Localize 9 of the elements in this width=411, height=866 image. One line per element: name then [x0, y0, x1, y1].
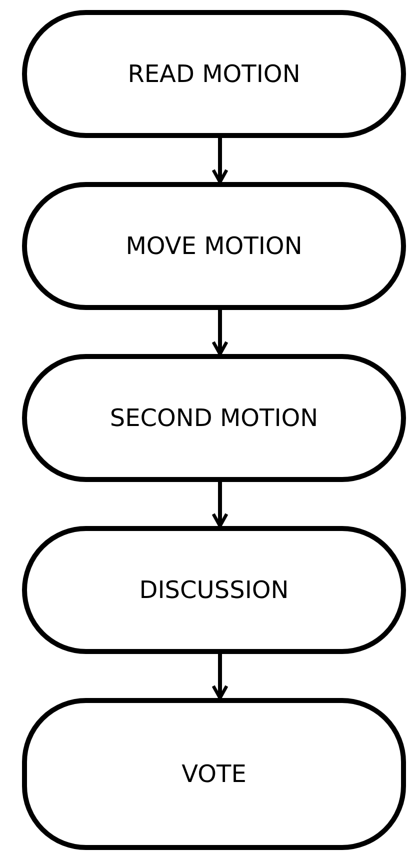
step-label: SECOND MOTION: [110, 404, 318, 432]
step-label: DISCUSSION: [139, 576, 289, 604]
arrow: [212, 310, 228, 356]
arrow: [212, 654, 228, 700]
step-label: VOTE: [182, 760, 246, 788]
step-label: READ MOTION: [128, 60, 300, 88]
arrow: [212, 482, 228, 528]
step-label: MOVE MOTION: [126, 232, 302, 260]
arrow: [212, 138, 228, 184]
